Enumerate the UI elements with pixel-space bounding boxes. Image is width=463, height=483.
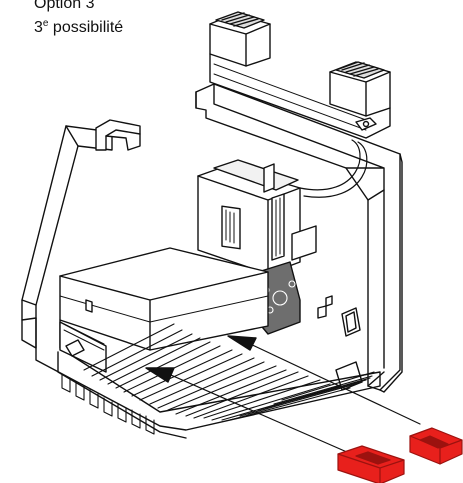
base-slats — [83, 323, 375, 421]
arrow-left-guide — [163, 371, 357, 457]
caption-title: Option 3 — [34, 0, 95, 12]
front-teeth — [61, 373, 155, 435]
insertion-arrows — [145, 335, 421, 457]
arrow-right-head — [227, 335, 257, 351]
caption-number: 3 — [34, 19, 43, 36]
red-insert-left — [337, 445, 405, 483]
red-insert-right — [409, 427, 463, 465]
right-side-parts — [317, 295, 363, 391]
cable — [299, 139, 368, 198]
left-frame — [21, 119, 141, 349]
print-head-block — [197, 159, 317, 275]
caption: Option 3 3e possibilité — [34, 0, 123, 38]
caption-subtitle: 3e possibilité — [34, 14, 123, 38]
caption-text: possibilité — [48, 19, 124, 36]
caption-superscript: e — [42, 18, 49, 29]
arrow-left-head — [145, 367, 175, 383]
arrow-right-guide — [245, 341, 421, 425]
base — [35, 317, 381, 439]
right-frame — [195, 83, 403, 393]
top-sensors — [209, 11, 391, 139]
